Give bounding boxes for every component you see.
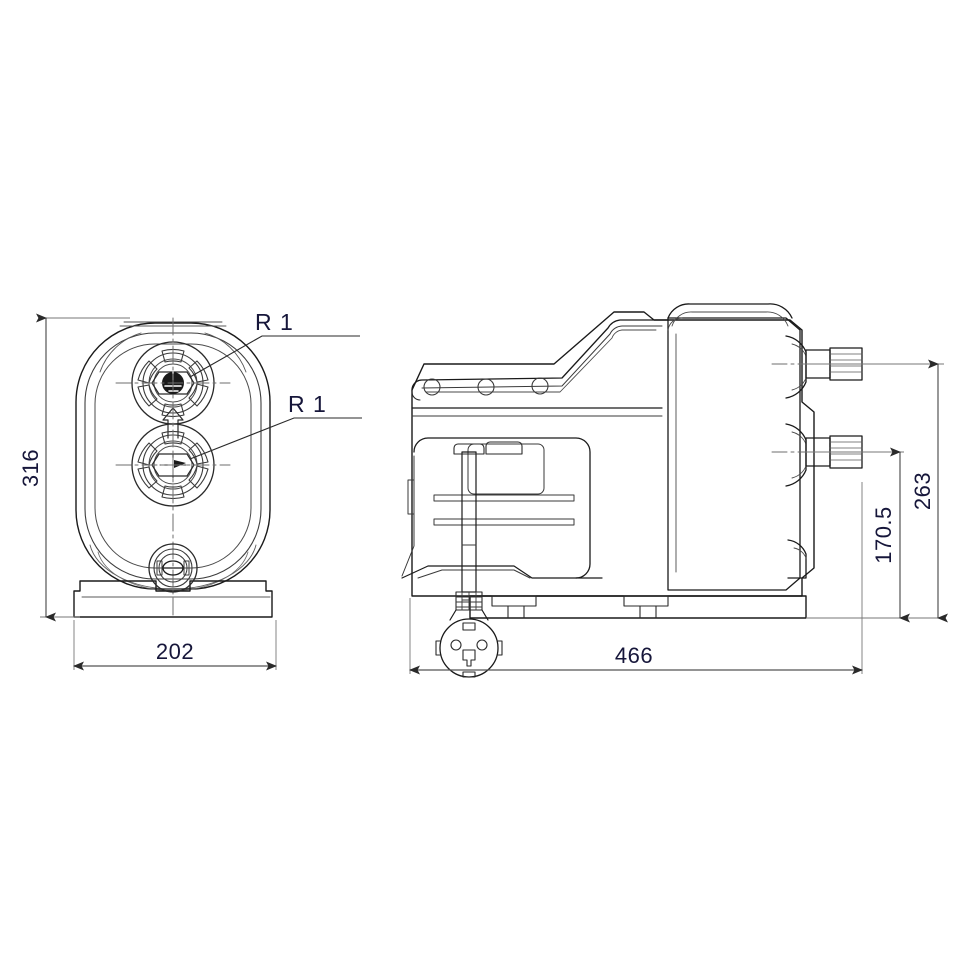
side-rear-bracket-inner: [793, 547, 807, 559]
front-shoulder-arc-right: [204, 332, 247, 373]
plug-pin-left: [450, 639, 462, 651]
side-vent-slot-2: [433, 518, 575, 526]
side-foot-front: [491, 595, 537, 619]
leader-line-thread-middle: [189, 417, 362, 460]
side-front-moulding: [413, 437, 591, 579]
front-view-dimensions: 316 202: [18, 313, 277, 671]
dim-label-316: 316: [18, 449, 43, 487]
front-shoulder-arc-left: [99, 332, 142, 373]
side-lower-sweep2: [417, 569, 531, 579]
side-port-upper-thread: [829, 347, 863, 381]
cable-top-clamp: [453, 443, 485, 455]
side-top-panel-underline: [421, 325, 663, 389]
plug-earth-clip-right: [496, 640, 503, 656]
side-top-cowl: [667, 303, 793, 319]
side-foot-rear: [623, 595, 669, 619]
side-port-upper-thread-hatch: [829, 353, 863, 373]
dim-label-466: 466: [615, 643, 653, 668]
side-button-3[interactable]: [531, 377, 549, 395]
front-view: [73, 317, 273, 619]
plug-pin-right: [476, 639, 488, 651]
side-top-panel: [411, 319, 669, 391]
side-button-1[interactable]: [423, 378, 441, 396]
side-panel-lip: [411, 391, 421, 401]
side-port-lower-thread: [829, 435, 863, 469]
front-body-outline: [75, 322, 271, 590]
side-view: [401, 303, 869, 678]
side-rear-housing-inner2: [667, 317, 683, 331]
dim-label-202: 202: [156, 639, 194, 664]
side-vent-slot-1: [433, 494, 575, 502]
side-power-cable: [435, 443, 503, 678]
side-lower-sweep: [401, 565, 603, 579]
side-button-2[interactable]: [477, 378, 495, 396]
plug-neck: [449, 609, 489, 621]
plug-top-tab: [462, 622, 476, 631]
side-main-body-outline: [411, 311, 815, 597]
dim-label-170: 170.5: [871, 506, 896, 564]
leader-line-thread-top: [189, 335, 360, 378]
side-top-cowl-inner: [671, 311, 789, 327]
side-view-dimensions: 466 263 170.5: [409, 359, 948, 675]
callout-label-thread-top: R 1: [255, 309, 294, 335]
front-body-inner-rim2: [94, 343, 252, 569]
side-port-lower-thread-hatch: [829, 441, 863, 461]
callout-label-thread-middle: R 1: [288, 391, 327, 417]
front-base: [73, 580, 273, 618]
front-lower-arc-a: [89, 544, 257, 590]
side-display-button[interactable]: [485, 441, 523, 455]
callout-thread-middle: R 1: [189, 391, 362, 460]
callout-thread-top: R 1: [189, 309, 360, 378]
cable-strain-relief-ribs: [455, 591, 483, 611]
plug-earth-clip-left: [435, 640, 442, 656]
front-base-outline: [73, 580, 273, 618]
front-drain-plug: [148, 543, 198, 593]
dim-label-263: 263: [910, 472, 935, 510]
side-front-moulding-tab: [407, 479, 415, 515]
side-top-panel-underline2: [425, 329, 657, 393]
